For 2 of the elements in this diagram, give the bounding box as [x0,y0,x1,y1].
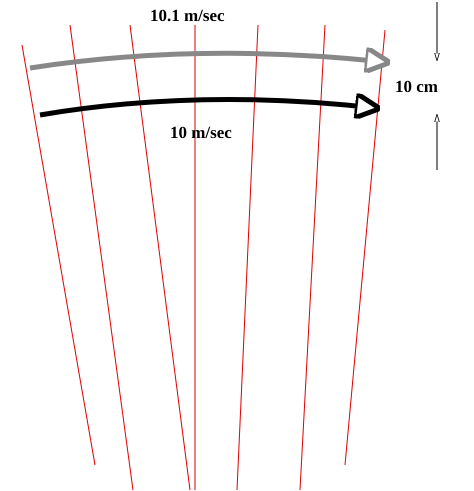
dimension-label: 10 cm [395,77,438,97]
speed-label: 10.1 m/sec [150,6,225,26]
